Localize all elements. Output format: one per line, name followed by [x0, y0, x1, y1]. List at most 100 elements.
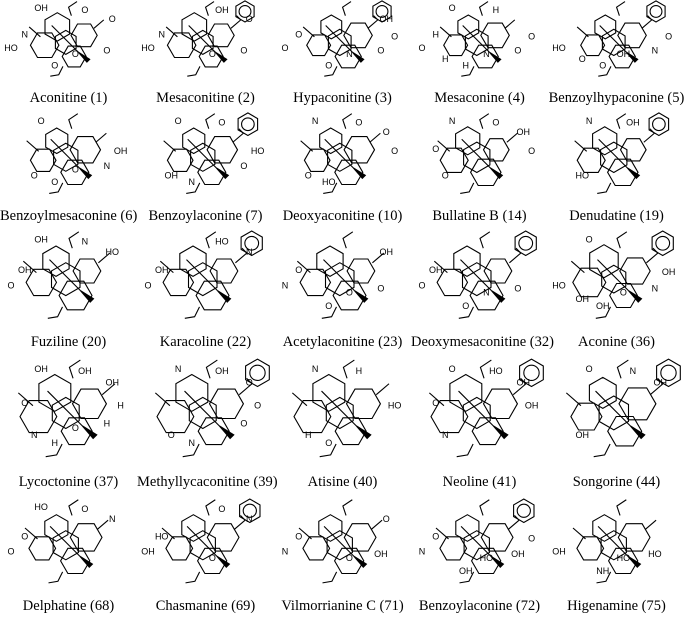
bridge-bond — [460, 526, 492, 557]
ring-bond — [206, 136, 239, 164]
ring-bond — [334, 159, 364, 186]
substituent-bond — [574, 140, 588, 152]
substituent-bond — [232, 132, 244, 143]
compound-label: Methyllycaconitine (39) — [137, 474, 278, 490]
atom-label: O — [295, 30, 302, 40]
atom-label: O — [528, 534, 535, 544]
methoxy-chain — [598, 66, 612, 77]
ring-bond — [72, 258, 102, 284]
atom-label: HO — [215, 237, 229, 247]
compound-label: Karacoline (22) — [159, 334, 252, 350]
atom-label: HO — [4, 43, 18, 53]
ring-bond — [617, 22, 647, 49]
ring-bond — [52, 530, 79, 561]
ring-bond — [462, 396, 491, 430]
compound-label: Neoline (41) — [442, 474, 517, 490]
bridge-bond — [187, 138, 217, 169]
ring-bond — [188, 396, 217, 430]
bridge-bond — [458, 390, 494, 427]
ring-bond — [327, 142, 353, 172]
atom-label: O — [346, 288, 353, 298]
atom-label: O — [7, 280, 14, 290]
ring-bond — [480, 523, 514, 552]
ring-bond — [319, 127, 343, 155]
aromatic-circle — [523, 364, 540, 382]
ring-bond — [302, 536, 331, 561]
methoxy-chain — [616, 499, 627, 516]
benzene-ring — [656, 358, 681, 388]
atom-label: O — [281, 43, 288, 53]
atom-label: O — [432, 532, 439, 542]
atom-label: N — [483, 288, 490, 298]
ring-bond — [343, 523, 377, 552]
ring-bond — [482, 388, 519, 420]
atom-label: O — [209, 49, 216, 59]
atom-label: O — [240, 418, 247, 428]
bridge-bond — [323, 259, 355, 291]
methoxy-chain — [68, 359, 81, 379]
methoxy-chain — [68, 231, 80, 249]
atom-label: H — [117, 400, 124, 410]
atom-label: OH — [215, 366, 229, 376]
bridge-bond — [597, 259, 629, 291]
methoxy-chain — [595, 306, 611, 319]
compound-label: Fuziline (20) — [30, 334, 107, 350]
methoxy-chain — [456, 443, 474, 458]
ring-bond — [54, 29, 77, 56]
methoxy-chain — [479, 359, 492, 379]
methoxy-chain — [321, 306, 337, 319]
atom-label: O — [246, 14, 253, 24]
atom-label: OH — [517, 377, 531, 387]
atom-label: HO — [552, 43, 566, 53]
atom-label: O — [21, 532, 28, 542]
atom-label: O — [391, 31, 398, 41]
compound-label: Benzoylmesaconine (6) — [0, 208, 138, 224]
atom-label: OH — [552, 546, 566, 556]
atom-label: N — [21, 30, 28, 40]
substituent-bond — [504, 19, 516, 29]
methoxy-chain — [615, 1, 626, 16]
atom-label: OH — [374, 549, 388, 559]
ring-bond — [209, 258, 239, 284]
ester-bond — [246, 377, 253, 385]
substituent-bond — [22, 260, 37, 274]
ring-bond — [576, 147, 606, 173]
ring-bond — [181, 12, 208, 42]
substituent-bond — [93, 19, 105, 29]
ring-bond — [196, 547, 228, 575]
substituent-bond — [233, 519, 246, 530]
substituent-bond — [161, 527, 175, 540]
ring-bond — [299, 268, 332, 297]
ring-bond — [618, 387, 657, 421]
ring-bond — [343, 136, 376, 164]
ring-bond — [572, 267, 607, 298]
substituent-bond — [370, 519, 383, 530]
atom-label: O — [346, 553, 353, 563]
atom-label: O — [377, 284, 384, 294]
ring-bond — [594, 14, 617, 40]
methoxy-chain — [184, 306, 200, 319]
methoxy-chain — [479, 499, 490, 516]
atom-label: H — [493, 5, 500, 15]
atom-label: O — [391, 146, 398, 156]
atom-label: OH — [511, 549, 525, 559]
ring-bond — [576, 536, 605, 561]
substituent-bond — [28, 26, 41, 38]
ring-bond — [580, 34, 606, 57]
ring-bond — [333, 547, 365, 575]
methoxy-chain — [48, 571, 64, 584]
aromatic-circle — [244, 235, 260, 251]
